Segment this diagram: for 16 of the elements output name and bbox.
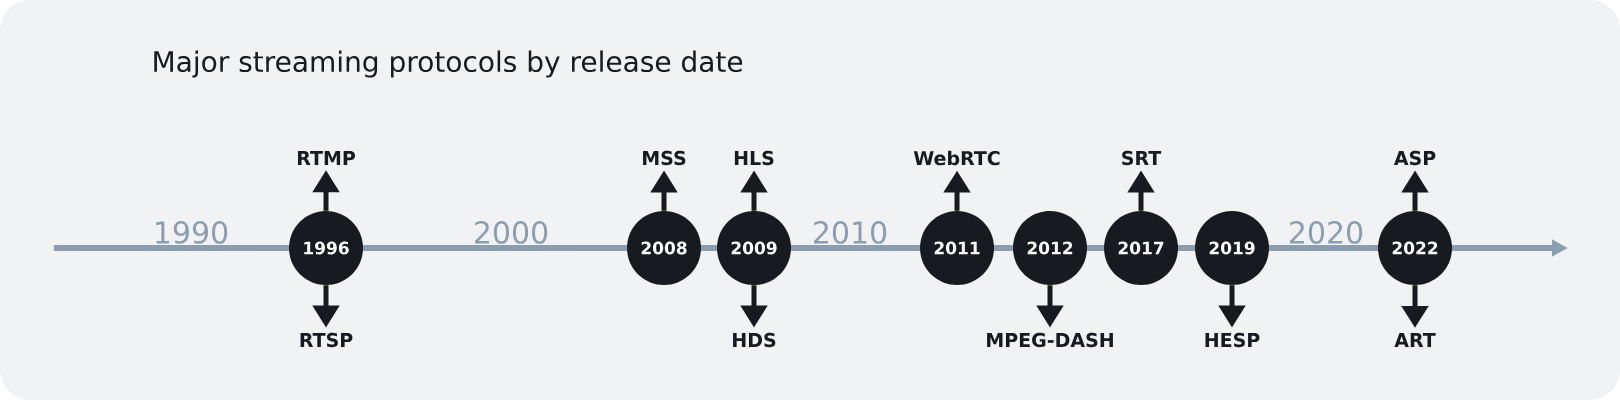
protocol-label: HESP — [1205, 332, 1260, 348]
protocol-label: ASP — [1393, 150, 1436, 166]
protocol-label: WebRTC — [913, 150, 1000, 166]
protocol-label: HDS — [733, 332, 776, 348]
decade-label: 1990 — [156, 221, 228, 244]
protocol-label: HLS — [734, 150, 774, 166]
protocol-label: MPEG-DASH — [987, 332, 1113, 348]
decade-label: 2020 — [1290, 221, 1363, 244]
protocol-label: RTMP — [297, 151, 355, 165]
title: Major streaming protocols by release date — [154, 50, 743, 78]
decade-label: 2000 — [475, 221, 548, 244]
protocol-label: SRT — [1122, 150, 1162, 166]
protocol-label: RTSP — [300, 332, 353, 348]
decade-label: 2010 — [814, 221, 887, 244]
protocol-label: ART — [1394, 333, 1436, 347]
protocol-label: MSS — [643, 150, 686, 166]
